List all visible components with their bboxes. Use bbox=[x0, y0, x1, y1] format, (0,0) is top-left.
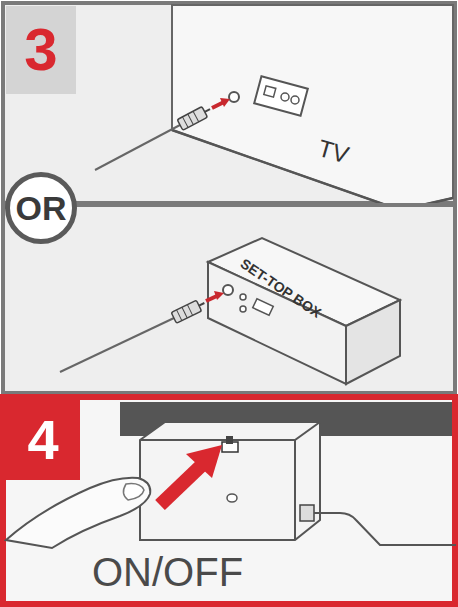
coax-plug bbox=[177, 104, 213, 131]
coax-plug bbox=[171, 298, 207, 324]
port bbox=[281, 93, 289, 101]
power-plug bbox=[300, 505, 314, 521]
step-number-text: 4 bbox=[27, 412, 58, 468]
switch-label: ON/OFF bbox=[92, 552, 243, 592]
step-number-text: 3 bbox=[24, 20, 57, 80]
red-arrow bbox=[186, 445, 222, 478]
fingernail bbox=[123, 484, 144, 500]
led bbox=[227, 494, 237, 502]
red-arrow bbox=[220, 98, 230, 107]
antenna-cable bbox=[95, 125, 180, 170]
step-panel bbox=[3, 397, 455, 604]
tv-body bbox=[172, 5, 453, 210]
antenna-jack bbox=[229, 92, 239, 102]
power-cable bbox=[314, 513, 456, 545]
step-number: 4 bbox=[6, 400, 80, 480]
or-text: OR bbox=[16, 191, 67, 225]
receiver-edge bbox=[294, 440, 296, 540]
port bbox=[253, 299, 274, 316]
step-panel bbox=[3, 205, 455, 393]
on-off-switch bbox=[226, 436, 233, 444]
port-panel bbox=[254, 76, 308, 115]
finger bbox=[6, 478, 150, 548]
red-arrow bbox=[160, 462, 205, 505]
antenna-cable bbox=[60, 318, 174, 372]
port bbox=[240, 306, 246, 312]
tv-edge bbox=[172, 130, 453, 210]
receiver-box bbox=[140, 422, 320, 540]
set-top-box-side bbox=[346, 300, 400, 384]
port bbox=[264, 86, 276, 97]
red-arrow bbox=[214, 291, 224, 300]
port bbox=[291, 96, 299, 104]
step-number: 3 bbox=[6, 6, 76, 94]
or-badge: OR bbox=[5, 172, 77, 244]
antenna-jack bbox=[223, 285, 233, 295]
port bbox=[240, 294, 246, 300]
